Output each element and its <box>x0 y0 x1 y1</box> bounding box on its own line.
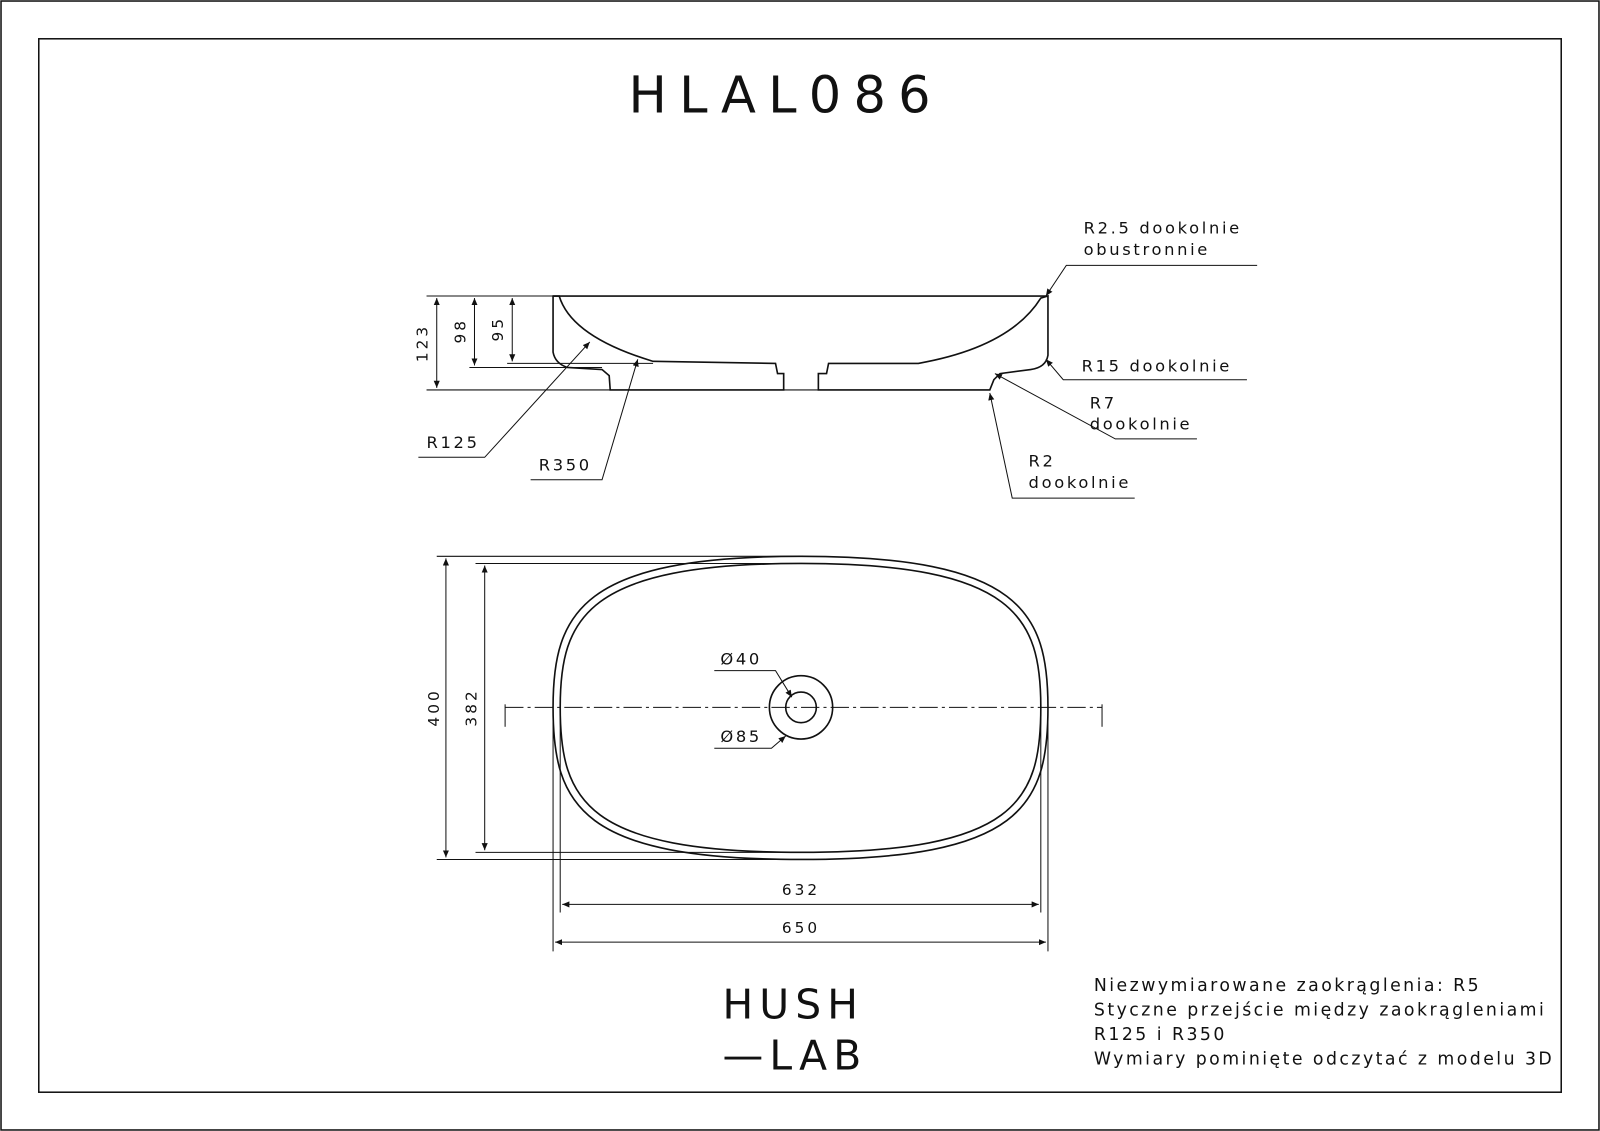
callout-r125: R125 <box>427 433 480 452</box>
callout-r2-sub: dookolnie <box>1029 473 1131 492</box>
section-left <box>552 295 785 391</box>
dim-95: 95 <box>489 316 507 342</box>
drain-outer-circle <box>768 674 834 740</box>
notes: Niezwymiarowane zaokrąglenia: R5 Styczne… <box>1094 976 1554 1070</box>
dim-400: 400 <box>425 688 443 726</box>
drain-inner-circle <box>784 691 818 724</box>
callout-r2-5-sub: obustronnie <box>1084 240 1210 259</box>
dim-98: 98 <box>451 318 469 344</box>
logo-line-1: HUSH <box>722 981 864 1029</box>
dim-123: 123 <box>414 324 432 362</box>
callout-r7-sub: dookolnie <box>1090 415 1192 434</box>
drawing-title: HLAL086 <box>629 66 943 125</box>
drain-dia-40: Ø40 <box>720 650 762 669</box>
section-right <box>817 294 1049 391</box>
logo-line-2: —LAB <box>722 1032 867 1080</box>
callout-r15: R15 dookolnie <box>1082 357 1232 376</box>
callout-r2: R2 <box>1029 451 1056 470</box>
hush-lab-logo: HUSH —LAB <box>722 981 867 1080</box>
note-1: Niezwymiarowane zaokrąglenia: R5 <box>1094 976 1481 996</box>
note-3: R125 i R350 <box>1094 1025 1227 1045</box>
dim-632: 632 <box>782 881 820 899</box>
callout-r2-5: R2.5 dookolnie <box>1084 219 1242 238</box>
callout-r7: R7 <box>1090 393 1117 412</box>
drain-dia-85: Ø85 <box>720 727 762 746</box>
callout-r350: R350 <box>539 456 592 475</box>
plan-view: Ø40 Ø85 400 382 632 650 <box>425 555 1103 952</box>
inner-frame <box>38 38 1562 1093</box>
dim-650: 650 <box>782 919 820 937</box>
note-2: Styczne przejście między zaokrągleniami <box>1094 1001 1546 1021</box>
section-view: 123 98 95 R125 R350 R2.5 dookolnie obust… <box>414 219 1258 499</box>
dim-382: 382 <box>463 688 481 726</box>
note-4: Wymiary pominięte odczytać z modelu 3D <box>1094 1050 1554 1070</box>
